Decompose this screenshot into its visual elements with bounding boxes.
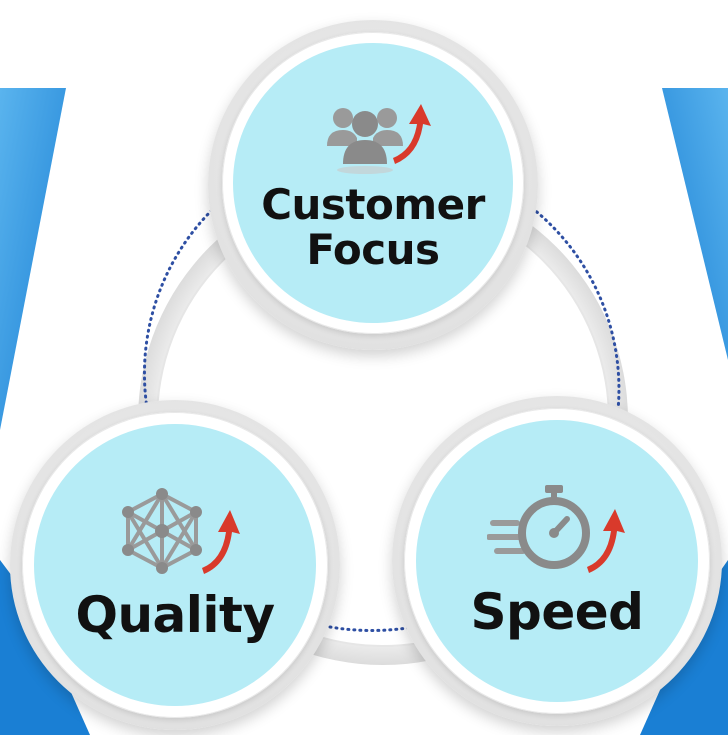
right-blue-chevron (662, 88, 728, 360)
speed-label: Speed (470, 583, 644, 641)
customer-focus-label: Customer Focus (261, 179, 485, 274)
stopwatch-speed-icon (487, 485, 625, 573)
speed-node: Speed (416, 420, 698, 702)
customers-growth-icon (327, 103, 431, 174)
connector-bottom (328, 625, 416, 632)
quality-node: Quality (34, 424, 316, 706)
left-blue-chevron (0, 88, 66, 430)
quality-label: Quality (75, 586, 275, 644)
connector-top-left (142, 208, 214, 410)
customer-focus-label-line2: Focus (306, 225, 440, 274)
network-quality-icon (122, 488, 240, 574)
customer-focus-node: Customer Focus (233, 43, 513, 323)
connector-top-right (530, 206, 621, 412)
customer-focus-label-line1: Customer (261, 179, 485, 229)
